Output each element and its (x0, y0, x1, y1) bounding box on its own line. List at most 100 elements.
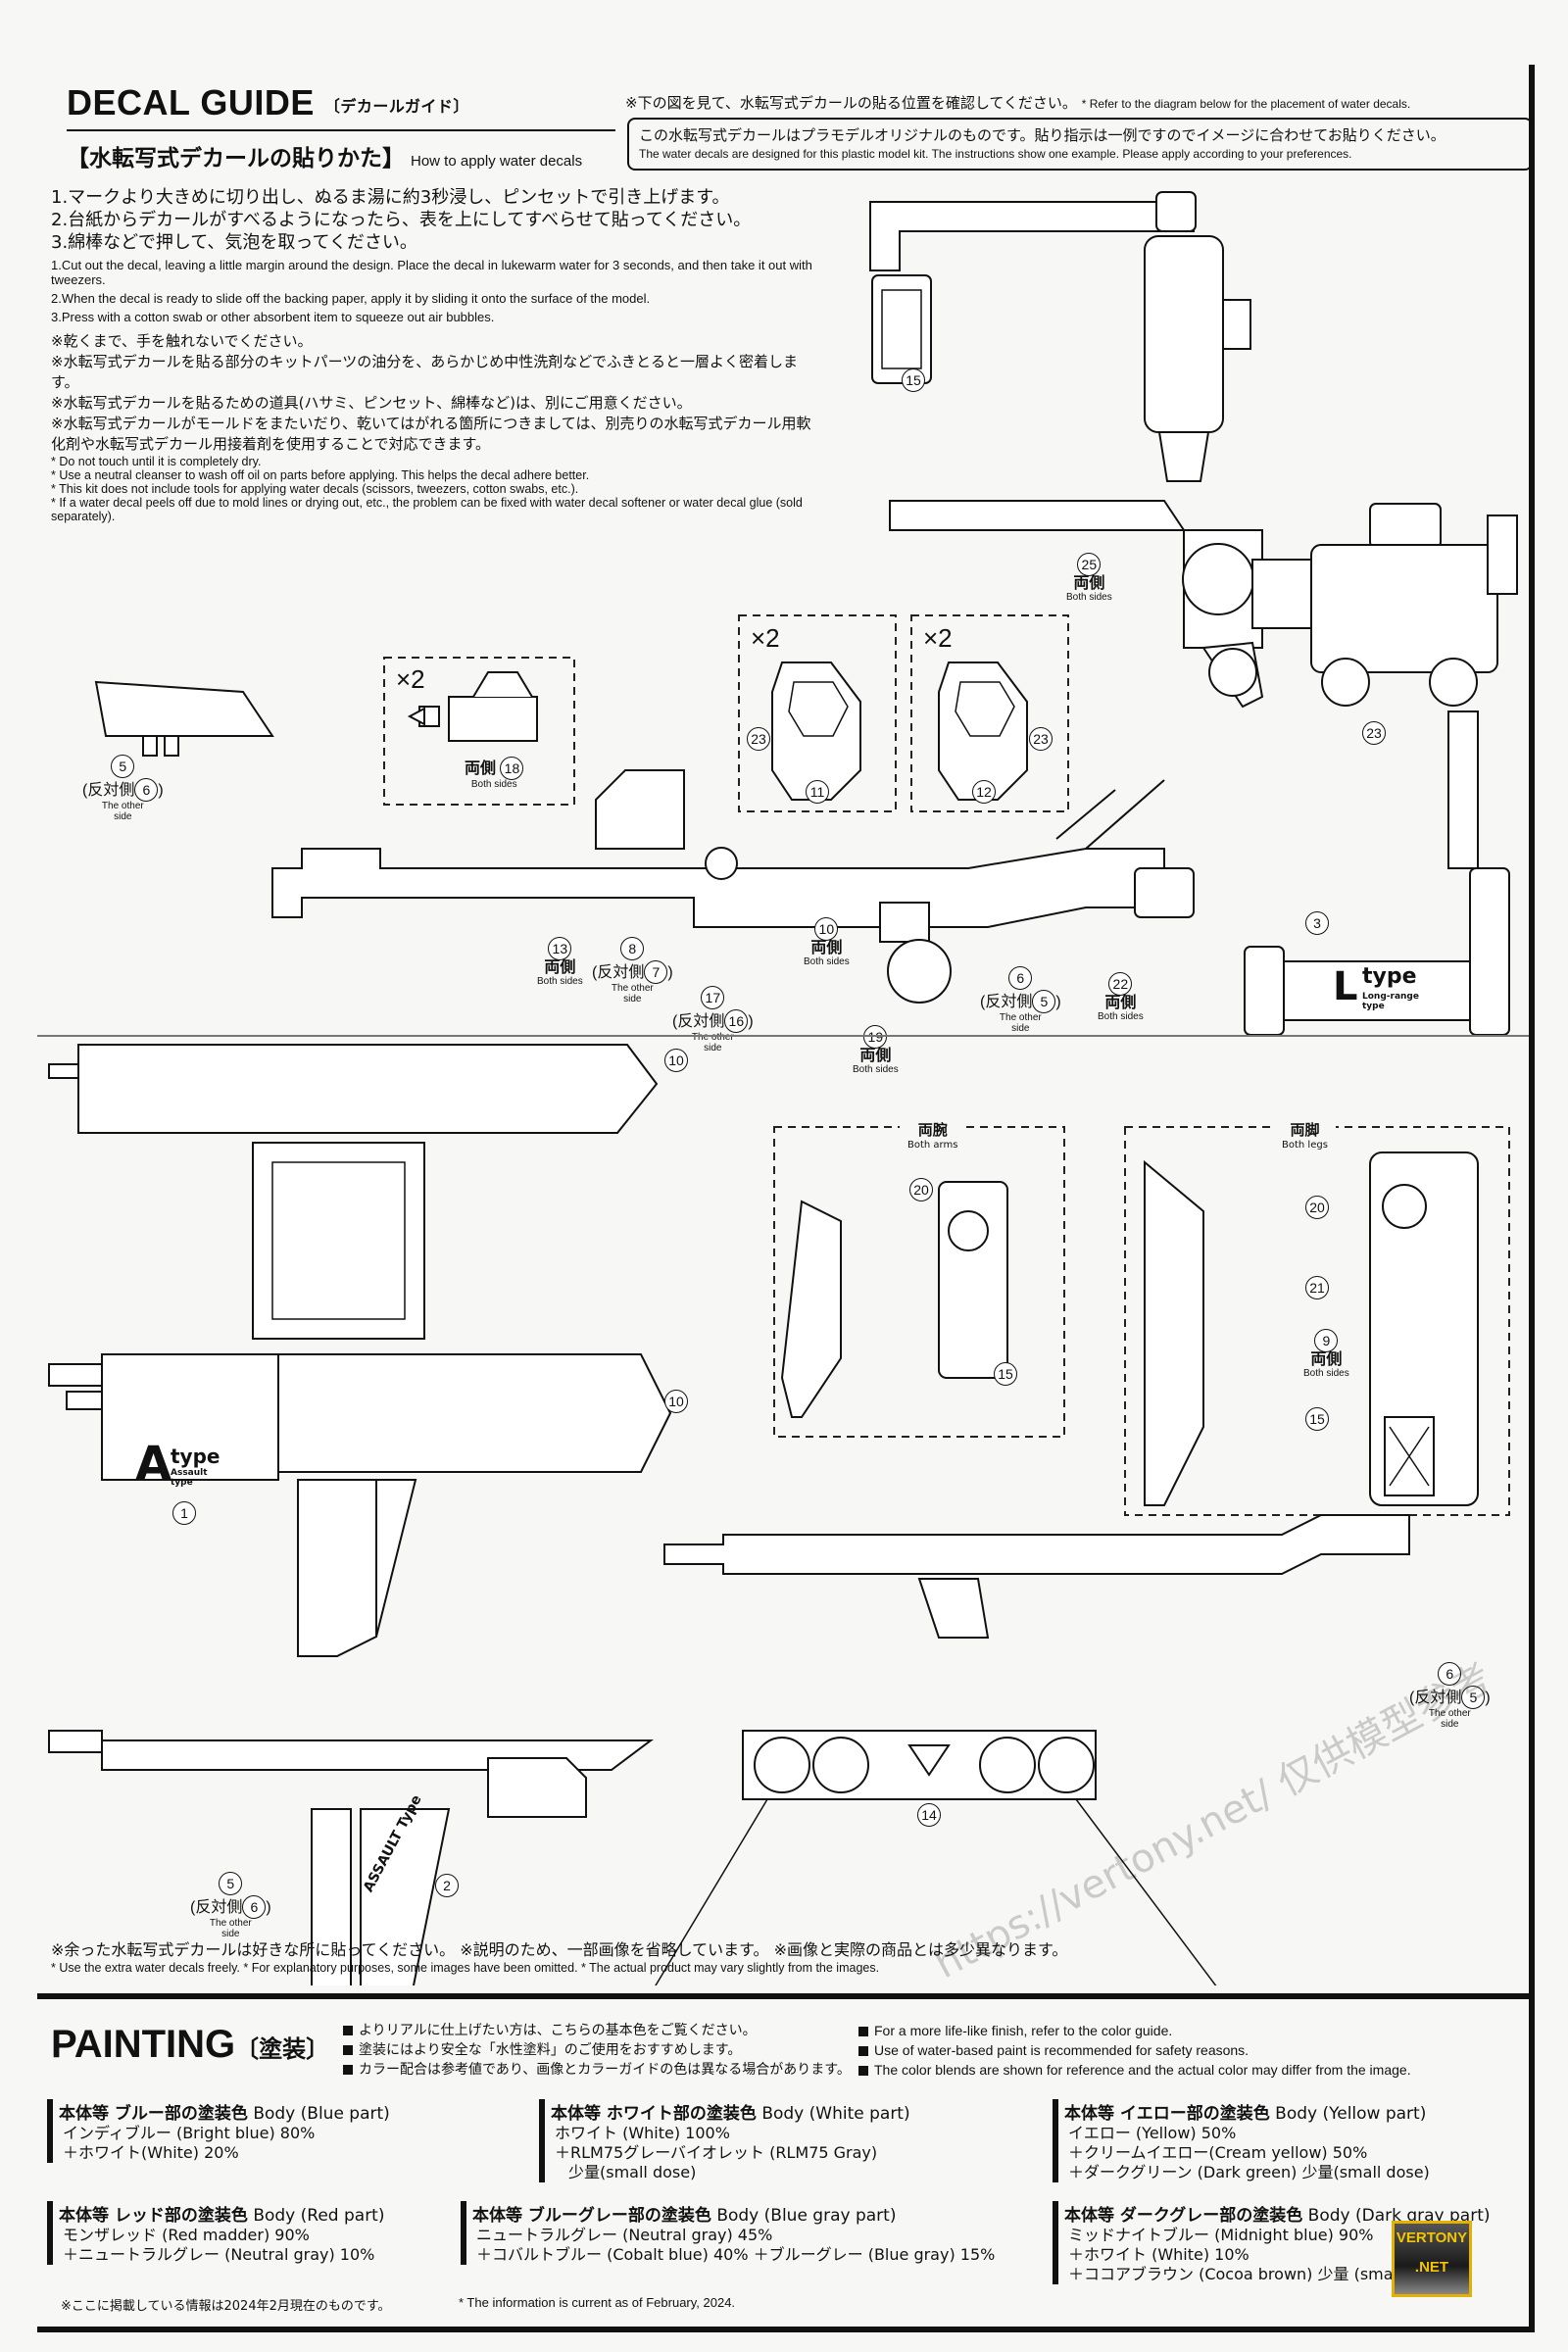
callout-11: 11 (806, 780, 829, 804)
callout-number: 1 (172, 1501, 196, 1525)
quantity-x2-label: ×2 (751, 623, 780, 653)
color-recipe-row: ＋RLM75グレーバイオレット (RLM75 Gray) (555, 2143, 878, 2162)
callout-other-number: 5 (1461, 1686, 1486, 1709)
callout-number: 17 (701, 986, 725, 1009)
note-1-en: * Do not touch until it is completely dr… (51, 455, 262, 468)
original-notice-jp: この水転写式デカールはプラモデルオリジナルのものです。貼り指示は一例ですのでイメ… (639, 126, 1446, 144)
callout-15: 15 (902, 368, 925, 392)
color-recipe-row: ＋ダークグリーン (Dark green) 少量(small dose) (1068, 2163, 1430, 2181)
step-1-jp: 1.マークより大きめに切り出し、ぬるま湯に約3秒浸し、ピンセットで引き上げます。 (51, 187, 730, 208)
howto-en: How to apply water decals (411, 153, 583, 170)
bullet-square-icon (858, 2027, 868, 2037)
color-block-heading-jp: 本体等 レッド部の塗装色 (59, 2206, 248, 2226)
a-type-top-drawing (48, 1044, 659, 1340)
both-arms-header: 両腕 Both arms (900, 1119, 966, 1151)
placement-note-jp: ※下の図を見て、水転写式デカールの貼る位置を確認してください。 (625, 94, 1077, 112)
painting-title: PAINTING〔塗装〕 (51, 2023, 329, 2067)
color-recipe-row: ＋ニュートラルグレー (Neutral gray) 10% (63, 2245, 375, 2264)
color-block-heading-en: Body (Blue gray part) (716, 2206, 897, 2226)
color-recipe-row: 少量(small dose) (568, 2163, 697, 2181)
callout-1: 1 (172, 1501, 196, 1525)
painting-title-jp: 〔塗装〕 (235, 2036, 330, 2063)
color-block-red: 本体等 レッド部の塗装色 Body (Red part) モンザレッド (Red… (47, 2201, 384, 2265)
callout-number: 19 (863, 1025, 888, 1049)
both-sides-jp: 両側 (544, 959, 576, 976)
color-block-heading-jp: 本体等 ダークグレー部の塗装色 (1064, 2206, 1303, 2226)
decal-guide-title-jp: 〔デカールガイド〕 (323, 99, 469, 117)
callout-10: 10 (664, 1049, 688, 1072)
parts-diagram (48, 191, 1518, 1985)
callout-number: 5 (219, 1872, 243, 1895)
extra-decals-note-en: * Use the extra water decals freely. * F… (51, 1961, 880, 1975)
decal-guide-title: DECAL GUIDE〔デカールガイド〕 (67, 82, 469, 123)
callout-23: 23 (1362, 721, 1386, 745)
other-side-en: The other side (611, 983, 654, 1004)
color-recipe-row: ＋コバルトブルー (Cobalt blue) 40% ＋ブルーグレー (Blue… (476, 2245, 996, 2264)
both-sides-en: Both sides (804, 956, 850, 967)
callout-other-number: 6 (242, 1895, 267, 1919)
color-recipe-row: ミッドナイトブルー (Midnight blue) 90% (1068, 2226, 1374, 2244)
leg-drawing (1144, 1152, 1479, 1506)
note-3-jp: ※水転写式デカールを貼るための道具(ハサミ、ピンセット、綿棒など)は、別にご用意… (51, 394, 692, 412)
placement-note: ※下の図を見て、水転写式デカールの貼る位置を確認してください。 * Refer … (625, 92, 1410, 113)
painting-note-2-en: Use of water-based paint is recommended … (874, 2042, 1250, 2058)
callout-15: 15 (994, 1362, 1017, 1386)
extra-decals-note-jp: ※余った水転写式デカールは好きな所に貼ってください。 ※説明のため、一部画像を省… (51, 1940, 1068, 1959)
a-type-grenade-drawing (48, 1730, 654, 1985)
application-steps: 1.マークより大きめに切り出し、ぬるま湯に約3秒浸し、ピンセットで引き上げます。… (51, 186, 825, 324)
beam-rifle-drawing (663, 1514, 1410, 1639)
color-recipe-row: モンザレッド (Red madder) 90% (63, 2226, 310, 2244)
other-side-en: The other side (691, 1032, 734, 1054)
callout-other-number: 6 (134, 778, 159, 802)
caution-notes: ※乾くまで、手を触れないでください。 ※水転写式デカールを貼る部分のキットパーツ… (51, 331, 825, 523)
color-recipe-row: ＋ココアブラウン (Cocoa brown) 少量 (small dose) (1068, 2265, 1450, 2283)
color-block-heading-jp: 本体等 ブルーグレー部の塗装色 (472, 2206, 711, 2226)
note-4-en: * If a water decal peels off due to mold… (51, 496, 803, 523)
callout-number: 15 (1305, 1407, 1329, 1431)
note-1-jp: ※乾くまで、手を触れないでください。 (51, 332, 313, 350)
color-block-dark-gray: 本体等 ダークグレー部の塗装色 Body (Dark gray part) ミッ… (1053, 2201, 1491, 2284)
callout-10: 10 (664, 1390, 688, 1413)
painting-note-1-en: For a more life-like finish, refer to th… (874, 2023, 1173, 2038)
painting-note-1-jp: よりリアルに仕上げたい方は、こちらの基本色をご覧ください。 (359, 2023, 757, 2038)
callout-3: 3 (1305, 911, 1329, 935)
a-type-side-drawing (48, 1353, 672, 1657)
color-block-heading-jp: 本体等 イエロー部の塗装色 (1064, 2104, 1270, 2124)
vertony-badge: VERTONY .NET (1392, 2221, 1472, 2297)
both-arms-en: Both arms (907, 1140, 958, 1151)
both-sides-jp: 両側 (810, 940, 843, 956)
callout-23: 23 (1029, 727, 1053, 751)
other-side-en: The other side (101, 801, 144, 822)
both-sides-en: Both sides (1098, 1010, 1144, 1022)
callout-14: 14 (917, 1803, 941, 1827)
turret-side-drawing (889, 500, 1264, 709)
turret-front-drawing (1251, 503, 1518, 707)
callout-number: 5 (111, 755, 135, 778)
both-sides-jp: 両側 (1104, 995, 1137, 1011)
callout-number: 3 (1305, 911, 1329, 935)
arm-shield-drawing (780, 1181, 1008, 1418)
callout-20: 20 (1305, 1196, 1329, 1219)
color-block-heading-en: Body (White part) (761, 2104, 910, 2124)
color-block-heading-jp: 本体等 ブルー部の塗装色 (59, 2104, 248, 2124)
callout-number: 25 (1077, 553, 1102, 576)
callout-number: 10 (814, 917, 839, 941)
both-sides-jp: 両側 (1073, 575, 1105, 592)
detail-box-18 (383, 657, 575, 806)
title-rule (67, 129, 615, 131)
callout-number: 23 (747, 727, 770, 751)
both-legs-header: 両脚 Both legs (1274, 1119, 1336, 1151)
callout-number: 15 (902, 368, 925, 392)
painting-title-text: PAINTING (51, 2023, 236, 2066)
color-block-heading-jp: 本体等 ホワイト部の塗装色 (551, 2104, 757, 2124)
original-decal-notice: この水転写式デカールはプラモデルオリジナルのものです。貼り指示は一例ですのでイメ… (627, 118, 1533, 171)
detail-box-12 (910, 614, 1069, 812)
both-legs-jp: 両脚 (1290, 1121, 1320, 1139)
other-side-en: The other side (1428, 1708, 1471, 1730)
other-side-jp: 反対側 (1414, 1690, 1462, 1706)
